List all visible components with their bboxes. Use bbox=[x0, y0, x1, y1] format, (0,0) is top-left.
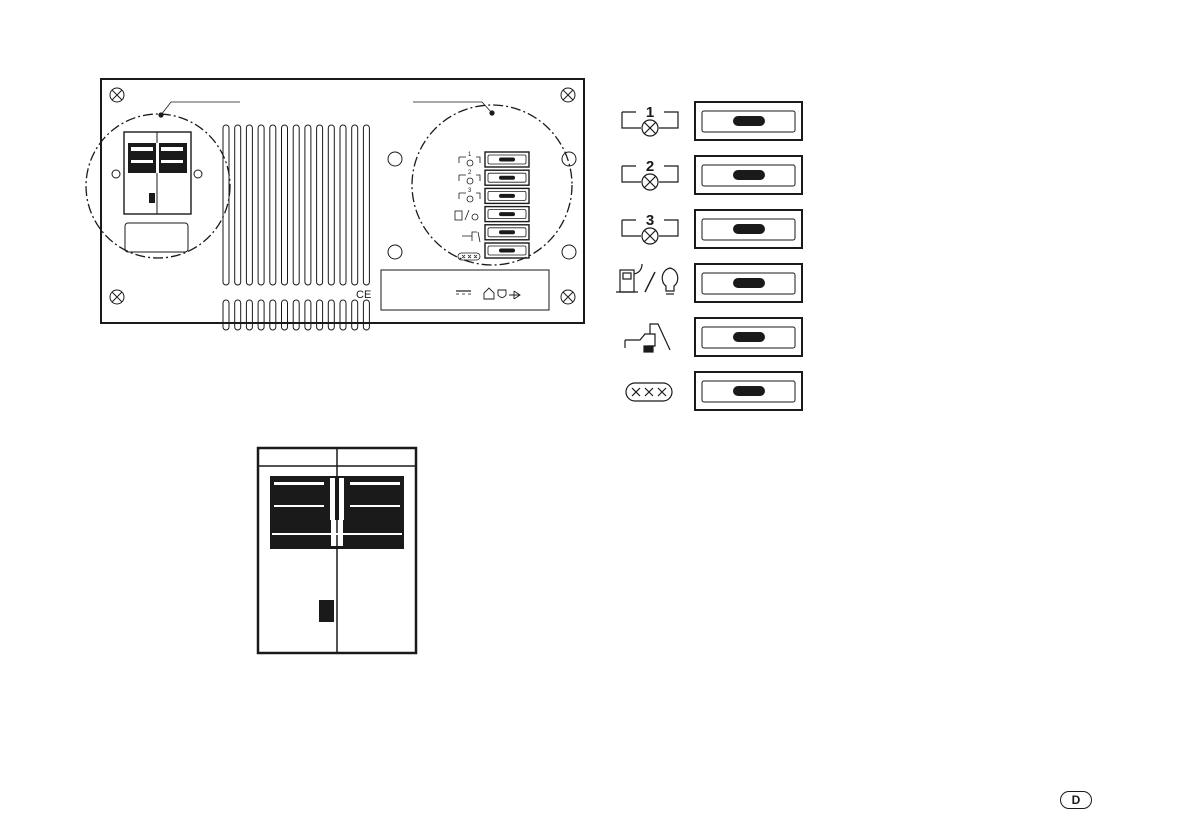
ce-mark: CE bbox=[356, 289, 371, 301]
vent-slot bbox=[270, 125, 276, 285]
type-label-plate bbox=[381, 270, 549, 310]
panel-rocker-switch[interactable] bbox=[485, 188, 529, 203]
panel-lamp-number: 2 bbox=[468, 170, 472, 176]
vent-slot bbox=[340, 125, 346, 285]
breaker-toggle-right bbox=[343, 476, 404, 548]
vent-slot bbox=[282, 300, 288, 330]
panel-rocker-switch[interactable] bbox=[485, 243, 529, 258]
connector-icon bbox=[509, 291, 520, 299]
vent-slot bbox=[352, 300, 358, 330]
legend-row: 3 bbox=[622, 210, 802, 248]
shield-icon bbox=[498, 290, 506, 298]
switch-legend: 1 2 3 bbox=[616, 102, 802, 410]
screw-icon bbox=[561, 88, 575, 102]
language-badge: D bbox=[1060, 791, 1092, 809]
vent-slot bbox=[363, 125, 369, 285]
panel-lamp-number: 3 bbox=[468, 188, 472, 194]
vent-slot bbox=[235, 125, 241, 285]
panel-switch-icons: 1 2 3 bbox=[455, 152, 480, 260]
water-tap-icon bbox=[625, 324, 670, 352]
legend-row: 1 bbox=[622, 102, 802, 140]
breaker-indicator bbox=[319, 600, 334, 622]
legend-row bbox=[626, 372, 802, 410]
legend-switch[interactable] bbox=[695, 156, 802, 194]
vent-slot bbox=[293, 300, 299, 330]
vent-slot bbox=[317, 125, 323, 285]
screw-icon bbox=[110, 290, 124, 304]
mounting-hole bbox=[388, 245, 402, 259]
legend-switch[interactable] bbox=[695, 102, 802, 140]
screw-icon bbox=[110, 88, 124, 102]
vent-slot bbox=[246, 125, 252, 285]
vent-slot bbox=[305, 300, 311, 330]
circuit-breaker-detail bbox=[258, 448, 416, 653]
leader-line bbox=[413, 102, 494, 115]
legend-lamp-number: 3 bbox=[646, 212, 654, 229]
vent-slot bbox=[305, 125, 311, 285]
vent-slot bbox=[317, 300, 323, 330]
vent-slot bbox=[223, 300, 229, 330]
panel-rocker-switch[interactable] bbox=[485, 207, 529, 222]
panel-rocker-switch[interactable] bbox=[485, 152, 529, 167]
vent-slot bbox=[340, 300, 346, 330]
panel-circuit-breaker bbox=[112, 132, 202, 252]
lamp-3-icon: 3 bbox=[622, 212, 678, 244]
callout-circle-breaker bbox=[86, 114, 230, 258]
panel-lamp-number: 1 bbox=[468, 152, 472, 158]
vent-slot bbox=[328, 125, 334, 285]
legend-lamp-number: 1 bbox=[646, 104, 654, 121]
vent-slot bbox=[293, 125, 299, 285]
lamp-3-icon: 3 bbox=[459, 188, 480, 202]
legend-switch[interactable] bbox=[695, 372, 802, 410]
mounting-hole bbox=[562, 152, 576, 166]
screw-icon bbox=[561, 290, 575, 304]
vent-slot bbox=[352, 125, 358, 285]
legend-switch[interactable] bbox=[695, 264, 802, 302]
panel-rocker-switch[interactable] bbox=[485, 225, 529, 240]
frost-icon bbox=[458, 253, 480, 260]
panel-rocker-switch[interactable] bbox=[485, 170, 529, 185]
vent-slot bbox=[258, 300, 264, 330]
panel-switch-column bbox=[485, 152, 529, 258]
frost-icon bbox=[626, 383, 672, 401]
vent-slots-lower bbox=[223, 300, 369, 330]
house-icon bbox=[484, 288, 494, 299]
vent-slot bbox=[328, 300, 334, 330]
lamp-2-icon: 2 bbox=[622, 158, 678, 190]
pump-light-icon bbox=[455, 210, 478, 220]
legend-lamp-number: 2 bbox=[646, 158, 654, 175]
vent-slot bbox=[282, 125, 288, 285]
legend-switch[interactable] bbox=[695, 318, 802, 356]
legend-row bbox=[625, 318, 802, 356]
lamp-1-icon: 1 bbox=[459, 152, 480, 166]
vent-slot bbox=[246, 300, 252, 330]
legend-row: 2 bbox=[622, 156, 802, 194]
pump-light-icon bbox=[616, 264, 678, 294]
lamp-2-icon: 2 bbox=[459, 170, 480, 184]
vent-slot bbox=[258, 125, 264, 285]
mounting-hole bbox=[388, 152, 402, 166]
breaker-toggle-left bbox=[270, 476, 331, 548]
lamp-1-icon: 1 bbox=[622, 104, 678, 136]
legend-switch[interactable] bbox=[695, 210, 802, 248]
water-tap-icon bbox=[462, 232, 480, 242]
vent-slot bbox=[270, 300, 276, 330]
vent-slot bbox=[363, 300, 369, 330]
control-panel: 1 2 3 bbox=[86, 79, 584, 330]
vent-slots-upper bbox=[223, 125, 369, 285]
legend-row bbox=[616, 264, 802, 302]
vent-slot bbox=[235, 300, 241, 330]
mounting-hole bbox=[562, 245, 576, 259]
